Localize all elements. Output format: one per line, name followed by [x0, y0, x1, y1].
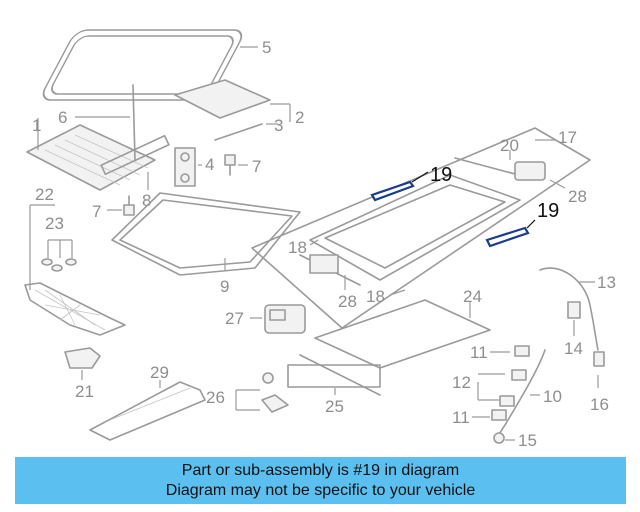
- callout-7b: 7: [92, 202, 101, 221]
- callout-16: 16: [590, 395, 609, 414]
- callout-5: 5: [262, 38, 271, 57]
- part-6-rod: [132, 84, 136, 161]
- part-3-strip: [214, 123, 263, 141]
- part-15-clamp: [493, 432, 505, 444]
- callout-12: 12: [452, 373, 471, 392]
- part-12-clip-a: [511, 369, 527, 381]
- part-9-frame: [111, 192, 301, 276]
- part-11-clip-a: [514, 345, 530, 357]
- part-7-bolt-b: [123, 195, 135, 216]
- part-29-trim: [89, 381, 206, 441]
- callout-17: 17: [558, 128, 577, 147]
- callout-18a: 18: [288, 238, 307, 257]
- callout-20: 20: [500, 136, 519, 155]
- part-19-rail-left: [370, 180, 415, 202]
- callout-1: 1: [32, 116, 41, 135]
- part-27-motor: [264, 304, 306, 334]
- callout-19a: 19: [430, 164, 452, 186]
- callout-3: 3: [274, 116, 283, 135]
- parts-diagram: 5 2 3 1 6 8 4 7 7: [24, 29, 616, 450]
- part-8-strip: [100, 134, 170, 176]
- part-28-bracket: [309, 254, 339, 274]
- callout-4: 4: [205, 155, 214, 174]
- part-1-glass-shade: [26, 124, 156, 191]
- callout-11a: 11: [470, 343, 488, 362]
- callout-18b: 18: [366, 287, 385, 306]
- part-16-grommet: [593, 351, 605, 367]
- callout-23: 23: [45, 214, 64, 233]
- callout-25: 25: [325, 397, 344, 416]
- callout-9: 9: [220, 277, 229, 296]
- part-11-clip-b: [491, 409, 507, 421]
- part-23-clips: [41, 258, 77, 272]
- callout-21: 21: [75, 382, 94, 401]
- part-5-glass-panel: [42, 29, 243, 101]
- callout-24: 24: [463, 287, 482, 306]
- part-2-panel: [174, 79, 271, 119]
- callout-19b: 19: [537, 200, 559, 222]
- part-26-fastener: [261, 372, 289, 413]
- banner-line-2: Diagram may not be specific to your vehi…: [165, 481, 476, 499]
- info-banner: Part or sub-assembly is #19 in diagram D…: [15, 457, 626, 504]
- callout-27: 27: [225, 309, 244, 328]
- callout-26: 26: [206, 388, 225, 407]
- part-7-bolt-a: [224, 154, 236, 176]
- callout-29: 29: [150, 363, 169, 382]
- callout-10: 10: [543, 387, 562, 406]
- callout-28b: 28: [338, 292, 357, 311]
- callout-28a: 28: [568, 187, 587, 206]
- banner-line-1: Part or sub-assembly is #19 in diagram: [181, 461, 460, 479]
- part-12-clip-b: [499, 395, 515, 407]
- part-13-cable: [539, 267, 599, 351]
- callout-15: 15: [518, 431, 537, 450]
- part-25-sunshade: [287, 299, 491, 396]
- part-19-rail-right: [485, 226, 530, 248]
- callout-11b: 11: [452, 408, 470, 427]
- callout-6: 6: [58, 108, 67, 127]
- callout-2: 2: [295, 108, 304, 127]
- callout-7a: 7: [252, 157, 261, 176]
- callout-8: 8: [142, 191, 151, 210]
- part-17-sunroof-housing: [251, 127, 591, 329]
- part-20-actuator: [514, 161, 546, 181]
- part-4-bracket: [174, 147, 196, 187]
- part-14-clip: [567, 301, 581, 319]
- part-22-deflector: [24, 282, 126, 336]
- callout-22: 22: [35, 185, 54, 204]
- callout-13: 13: [597, 273, 616, 292]
- part-21-bracket: [64, 347, 101, 369]
- callout-14: 14: [564, 339, 583, 358]
